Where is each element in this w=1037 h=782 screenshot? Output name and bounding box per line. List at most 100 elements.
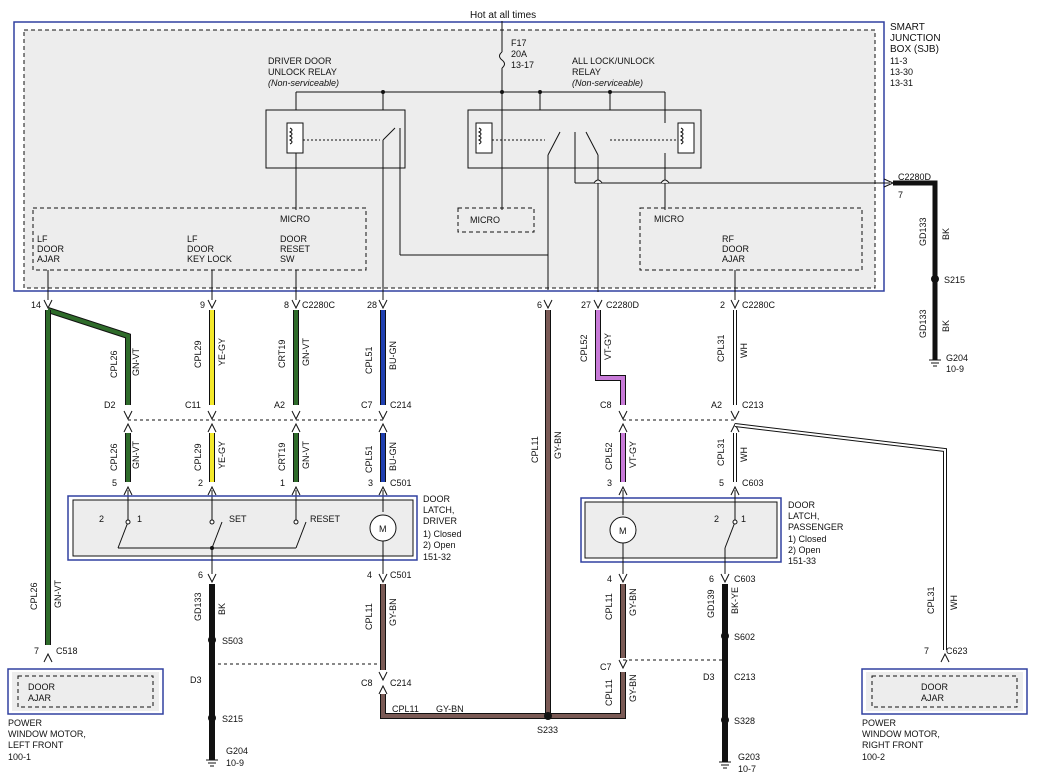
gd133-right-1: GD133: [918, 217, 928, 246]
lf-motor-frame: [7, 668, 164, 715]
wire-cpl52-top: [596, 310, 625, 405]
all-relay-label-2: RELAY: [572, 67, 601, 77]
bugn-label-2: BU-GN: [388, 442, 398, 471]
rf-motor-ref: 100-2: [862, 752, 885, 762]
yegy-label-2: YE-GY: [217, 441, 227, 469]
pin-6: 6: [537, 300, 542, 310]
sjb-label-1: SMART: [890, 22, 925, 33]
pass-latch-note-2: 2) Open: [788, 545, 821, 555]
gd133-right-2: GD133: [918, 309, 928, 338]
cpl26-label-3: CPL26: [29, 582, 39, 610]
lf-keylock-3: KEY LOCK: [187, 254, 232, 264]
all-relay-contact-right: [585, 131, 599, 156]
micro-left-label: MICRO: [280, 214, 310, 224]
below-pass-c603: C603: [734, 574, 756, 584]
c213-label: C213: [742, 400, 764, 410]
door-reset-1: DOOR: [280, 234, 308, 244]
pin-2: 2: [720, 300, 725, 310]
lf-keylock-1: LF: [187, 234, 198, 244]
pin-14: 14: [31, 300, 41, 310]
c501-pin-3: 3: [368, 478, 373, 488]
pin-27: 27: [581, 300, 591, 310]
gnvt-label-4: GN-VT: [301, 441, 311, 470]
gybn-pass-label-1: GY-BN: [628, 588, 638, 616]
g204-right-label: G204: [946, 353, 968, 363]
driver-latch-label-2: LATCH,: [423, 505, 454, 515]
driver-latch-reset: RESET: [310, 514, 341, 524]
pass-latch-label-3: PASSENGER: [788, 522, 844, 532]
c2280c-left-label: C2280C: [302, 300, 336, 310]
c2280c-right-label: C2280C: [742, 300, 776, 310]
micro-center-label: MICRO: [470, 215, 500, 225]
sjb-ref-2: 13-30: [890, 67, 913, 77]
lf-motor-box-1: DOOR: [28, 682, 56, 692]
driver-relay-label-1: DRIVER DOOR: [268, 56, 332, 66]
yegy-label-1: YE-GY: [217, 338, 227, 366]
driver-latch-switch-ajar: [117, 521, 129, 549]
cpl52-label-2: CPL52: [604, 442, 614, 470]
lf-motor-box-2: AJAR: [28, 693, 52, 703]
below-driver-c501: C501: [390, 570, 412, 580]
all-relay-coil-left: [475, 122, 493, 154]
pin-28: 28: [367, 300, 377, 310]
gnvt-label-3: GN-VT: [131, 441, 141, 470]
wh-label-3: WH: [949, 595, 959, 610]
rf-motor-ajar-box: [871, 675, 1018, 708]
bkye-label: BK-YE: [730, 587, 740, 614]
gd133-driver-label: GD133: [193, 592, 203, 621]
cpl51-label-1: CPL51: [364, 346, 374, 374]
micro-box-right: [639, 207, 863, 271]
fuse-ref: 13-17: [511, 60, 534, 70]
cpl11-label-center: CPL11: [530, 436, 540, 463]
driver-latch-pin1: 1: [137, 514, 142, 524]
bugn-label-1: BU-GN: [388, 341, 398, 370]
below-driver-d3: D3: [190, 675, 202, 685]
cpl26-label-1: CPL26: [109, 350, 119, 378]
below-driver-c8: C8: [361, 678, 373, 688]
rf-motor-title-1: POWER: [862, 718, 897, 728]
cpl31-label-1: CPL31: [716, 334, 726, 362]
lf-keylock-2: DOOR: [187, 244, 215, 254]
driver-relay-label-2: UNLOCK RELAY: [268, 67, 337, 77]
c214-d2: D2: [104, 400, 116, 410]
pass-latch-label-1: DOOR: [788, 500, 816, 510]
wire-cpl11-bottom: [381, 672, 625, 718]
c501-pin-5: 5: [112, 478, 117, 488]
cpl11-bottom-label: CPL11: [392, 704, 419, 714]
splice-s215-right: [931, 275, 939, 283]
c518-pin: 7: [34, 646, 39, 656]
c213-a2: A2: [711, 400, 722, 410]
s328-label: S328: [734, 716, 755, 726]
cpl52-label-1: CPL52: [579, 334, 589, 362]
cpl29-label-2: CPL29: [193, 443, 203, 471]
c2280d-top-pin: 7: [898, 190, 903, 200]
driver-latch-frame: [67, 495, 418, 561]
cpl26-label-2: CPL26: [109, 443, 119, 471]
fuse-id: F17: [511, 38, 527, 48]
s602-label: S602: [734, 632, 755, 642]
bk-right-1: BK: [941, 228, 951, 240]
driver-latch-label-3: DRIVER: [423, 516, 458, 526]
g204-driver-label: G204: [226, 746, 248, 756]
vtgy-label-1: VT-GY: [603, 333, 613, 360]
pin-8: 8: [284, 300, 289, 310]
sjb-label-3: BOX (SJB): [890, 44, 939, 55]
bk-right-2: BK: [941, 320, 951, 332]
micro-right-label: MICRO: [654, 214, 684, 224]
pass-latch-note-3: 151-33: [788, 556, 816, 566]
pin-9: 9: [200, 300, 205, 310]
cpl11-pass-label-2: CPL11: [604, 679, 614, 706]
lf-ajar-2: DOOR: [37, 244, 65, 254]
cpl31-label-2: CPL31: [716, 438, 726, 466]
rf-motor-frame: [861, 668, 1028, 715]
driver-relay-coil: [286, 122, 304, 154]
lf-ajar-3: AJAR: [37, 254, 61, 264]
c623-pin: 7: [924, 646, 929, 656]
crt19-label-2: CRT19: [277, 443, 287, 471]
s215-right-label: S215: [944, 275, 965, 285]
bk-driver-label: BK: [217, 603, 227, 615]
splice-s233: [544, 712, 552, 720]
lf-motor-title-3: LEFT FRONT: [8, 740, 64, 750]
splice-s602: [721, 632, 729, 640]
